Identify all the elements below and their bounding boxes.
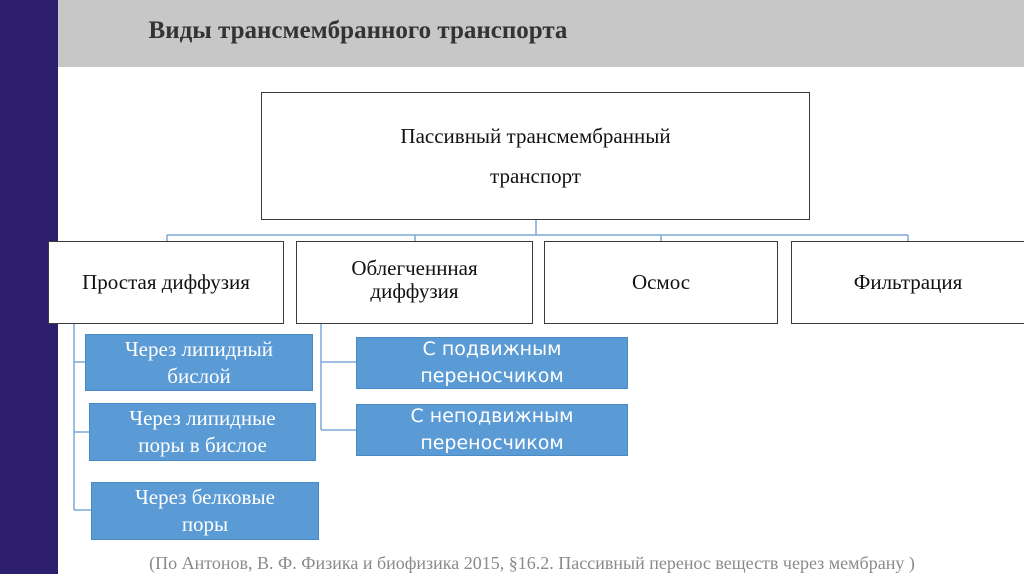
category-osmosis: Осмос	[544, 241, 778, 324]
root-connector	[166, 220, 909, 241]
subtype-line1: Через липидный	[124, 336, 274, 361]
subtype-line2: поры	[181, 512, 229, 536]
facilitated-diffusion-connector	[320, 324, 356, 431]
subtype-line1: Через липидные	[129, 406, 276, 430]
subtype-line1: С неподвижным	[410, 405, 574, 427]
subtype-line2: поры в бислое	[138, 433, 267, 457]
subtype-fixed-carrier: С неподвижным переносчиком	[356, 404, 628, 456]
root-node-line2: транспорт	[490, 164, 581, 188]
category-label: Простая диффузия	[82, 270, 250, 294]
simple-diffusion-connector	[73, 324, 91, 511]
subtype-lipid-pores: Через липидные поры в бислое	[89, 403, 316, 461]
subtype-line2: бислой	[167, 363, 231, 388]
subtype-line2: переносчиком	[420, 365, 564, 387]
category-filtration: Фильтрация	[791, 241, 1024, 324]
subtype-mobile-carrier: С подвижным переносчиком	[356, 337, 628, 389]
subtype-protein-pores: Через белковые поры	[91, 482, 319, 540]
category-line1: Облегченнная	[351, 255, 478, 280]
category-facilitated-diffusion: Облегченнная диффузия	[296, 241, 533, 324]
category-label: Фильтрация	[853, 270, 963, 294]
root-node-line1: Пассивный трансмембранный	[400, 124, 671, 148]
subtype-line1: Через белковые	[135, 485, 275, 509]
root-node-passive-transport: Пассивный трансмембранный транспорт	[261, 92, 810, 220]
category-simple-diffusion: Простая диффузия	[48, 241, 284, 324]
subtype-lipid-bilayer: Через липидный бислой	[85, 334, 313, 391]
subtype-line2: переносчиком	[420, 432, 564, 454]
category-line2: диффузия	[370, 278, 459, 303]
title-bar: Виды трансмембранного транспорта	[58, 0, 1024, 67]
page-title: Виды трансмембранного транспорта	[148, 17, 568, 44]
subtype-line1: С подвижным	[422, 338, 562, 360]
category-label: Осмос	[631, 270, 691, 294]
source-citation: (По Антонов, В. Ф. Физика и биофизика 20…	[149, 553, 915, 573]
